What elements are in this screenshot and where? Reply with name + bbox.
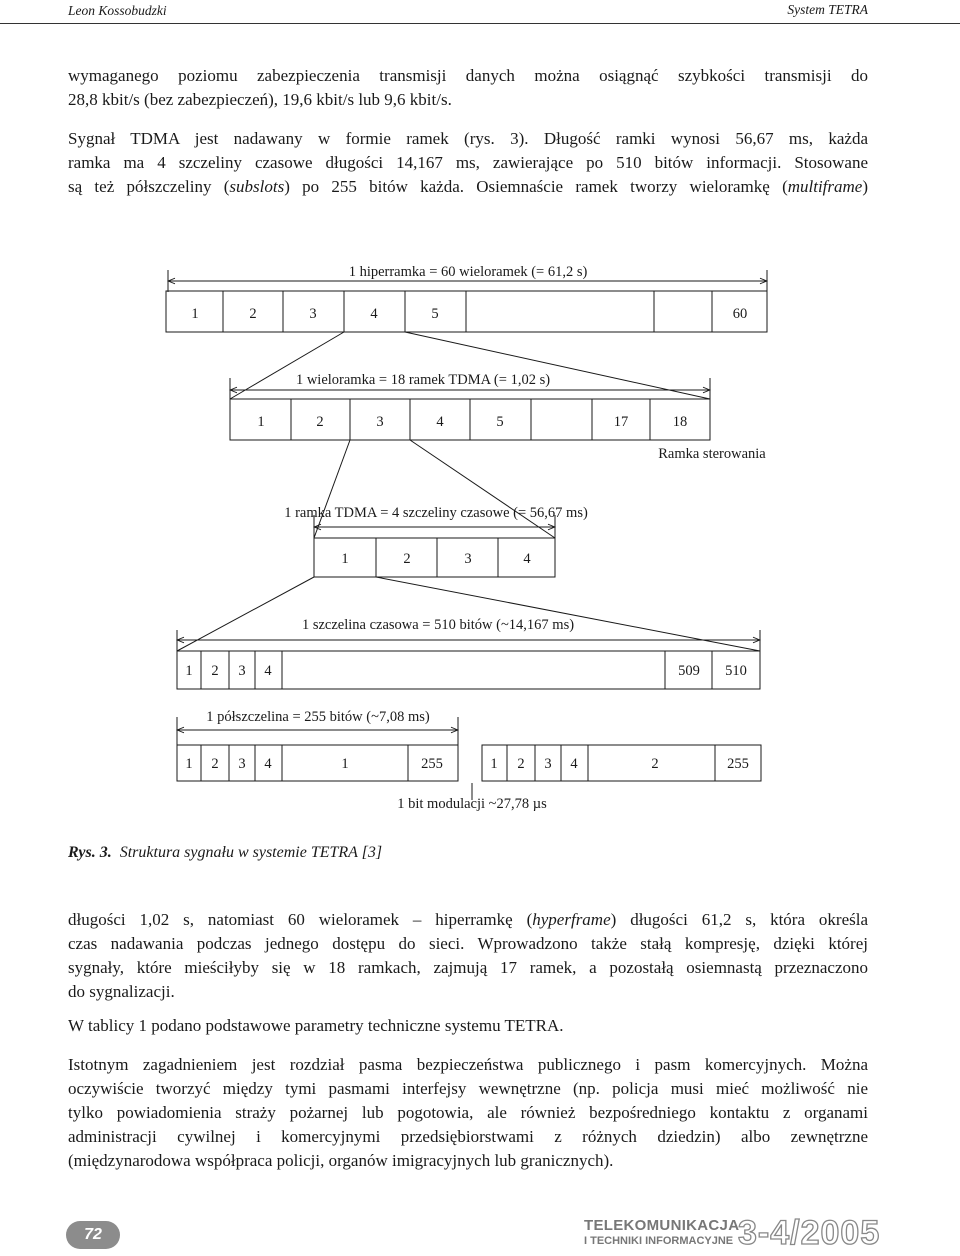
subslot-cell: 2	[517, 756, 524, 772]
publication-name-line1: TELEKOMUNIKACJA	[584, 1217, 740, 1234]
hyperframe-cell: 4	[370, 306, 378, 322]
figure-caption: Rys. 3. Struktura sygnału w systemie TET…	[68, 844, 382, 862]
hyperframe-cell: 60	[733, 306, 748, 322]
subslot-cell: 4	[570, 756, 578, 772]
paragraph-1: wymaganego poziomu zabezpieczenia transm…	[68, 64, 868, 112]
publication-name: TELEKOMUNIKACJA I TECHNIKI INFORMACYJNE	[584, 1217, 740, 1248]
header-author: Leon Kossobudzki	[68, 3, 167, 18]
term-multiframe: multiframe	[787, 177, 863, 196]
paragraph-line: są też półszczeliny (subslots) po 255 bi…	[68, 177, 869, 196]
tdma-cell: 2	[403, 551, 410, 567]
slot-cell: 1	[185, 663, 192, 679]
paragraph-line: czas nadawania podczas jednego dostępu d…	[68, 934, 868, 953]
paragraph-5: Istotnym zagadnieniem jest rozdział pasm…	[68, 1053, 868, 1173]
multiframe-cell: 17	[614, 414, 629, 430]
paragraph-line: administracji cywilnej i komercyjnymi pr…	[68, 1127, 868, 1146]
paragraph-line: (międzynarodowa współpraca policji, orga…	[68, 1151, 614, 1170]
hyperframe-cell: 3	[309, 306, 316, 322]
running-header: Leon Kossobudzki System TETRA	[0, 0, 960, 24]
hyperframe-cell: 2	[249, 306, 256, 322]
page-number: 72	[66, 1221, 120, 1249]
subslot-cell: 1	[490, 756, 497, 772]
paragraph-line: Istotnym zagadnieniem jest rozdział pasm…	[68, 1055, 868, 1074]
caption-text: Struktura sygnału w systemie TETRA [3]	[119, 844, 383, 861]
multiframe-cell: 3	[376, 414, 383, 430]
hyperframe-cell: 1	[191, 306, 198, 322]
term-hyperframe: hyperframe	[532, 910, 611, 929]
paragraph-line: W tablicy 1 podano podstawowe parametry …	[68, 1016, 564, 1035]
caption-number: Rys. 3.	[68, 844, 112, 861]
multiframe-cell: 5	[496, 414, 503, 430]
term-subslots: subslots	[229, 177, 285, 196]
multiframe-label: 1 wieloramka = 18 ramek TDMA (= 1,02 s)	[296, 372, 550, 388]
page-footer: 72 TELEKOMUNIKACJA I TECHNIKI INFORMACYJ…	[0, 1200, 960, 1256]
subslot-cell: 4	[264, 756, 272, 772]
subslot-cell: 255	[727, 756, 749, 772]
slot-cell: 2	[211, 663, 218, 679]
subslot-label: 1 półszczelina = 255 bitów (~7,08 ms)	[206, 709, 430, 725]
bit-modulation-label: 1 bit modulacji ~27,78 µs	[397, 796, 547, 812]
paragraph-line: Sygnał TDMA jest nadawany w formie ramek…	[68, 129, 868, 148]
tetra-frame-structure-diagram: 1 hiperramka = 60 wieloramek (= 61,2 s) …	[165, 264, 960, 812]
paragraph-3: długości 1,02 s, natomiast 60 wieloramek…	[68, 908, 868, 1004]
slot-cell: 509	[678, 663, 700, 679]
paragraph-line: ramka ma 4 szczeliny czasowe długości 14…	[68, 153, 868, 172]
paragraph-line: wymaganego poziomu zabezpieczenia transm…	[68, 66, 868, 85]
header-title: System TETRA	[787, 2, 868, 17]
paragraph-line: długości 1,02 s, natomiast 60 wieloramek…	[68, 910, 868, 929]
paragraph-4: W tablicy 1 podano podstawowe parametry …	[68, 1014, 868, 1038]
tdma-cell: 4	[523, 551, 531, 567]
tdma-cell: 3	[464, 551, 471, 567]
hyperframe-label: 1 hiperramka = 60 wieloramek (= 61,2 s)	[349, 264, 588, 280]
header-rule	[0, 23, 960, 24]
tdma-cell: 1	[341, 551, 348, 567]
slot-label: 1 szczelina czasowa = 510 bitów (~14,167…	[302, 617, 574, 633]
multiframe-cell: 18	[673, 414, 688, 430]
slot-cell: 3	[238, 663, 245, 679]
slot-cell: 510	[725, 663, 747, 679]
subslot-cell: 1	[341, 756, 348, 772]
control-frame-label: Ramka sterowania	[658, 446, 766, 462]
subslot-cell: 3	[238, 756, 245, 772]
subslot-cell: 2	[211, 756, 218, 772]
multiframe-cell: 1	[257, 414, 264, 430]
paragraph-line: do sygnalizacji.	[68, 982, 175, 1001]
paragraph-line: tylko powiadomienia straży pożarnej lub …	[68, 1103, 868, 1122]
multiframe-cell: 4	[436, 414, 444, 430]
tdma-frame-label: 1 ramka TDMA = 4 szczeliny czasowe (= 56…	[284, 505, 588, 521]
subslot-cell: 1	[185, 756, 192, 772]
publication-name-line2: I TECHNIKI INFORMACYJNE	[584, 1235, 734, 1247]
multiframe-cell: 2	[316, 414, 323, 430]
paragraph-line: sygnały, które mieściłyby się w 18 ramka…	[68, 958, 868, 977]
slot-cell: 4	[264, 663, 272, 679]
paragraph-2: Sygnał TDMA jest nadawany w formie ramek…	[68, 127, 868, 199]
hyperframe-cell: 5	[431, 306, 438, 322]
subslot-cell: 3	[544, 756, 551, 772]
subslot-cell: 2	[651, 756, 658, 772]
paragraph-line: oczywiście tworzyć między tymi pasmami i…	[68, 1079, 868, 1098]
subslot-cell: 255	[421, 756, 443, 772]
paragraph-line: 28,8 kbit/s (bez zabezpieczeń), 19,6 kbi…	[68, 90, 452, 109]
issue-number: 3-4/2005	[737, 1213, 881, 1252]
